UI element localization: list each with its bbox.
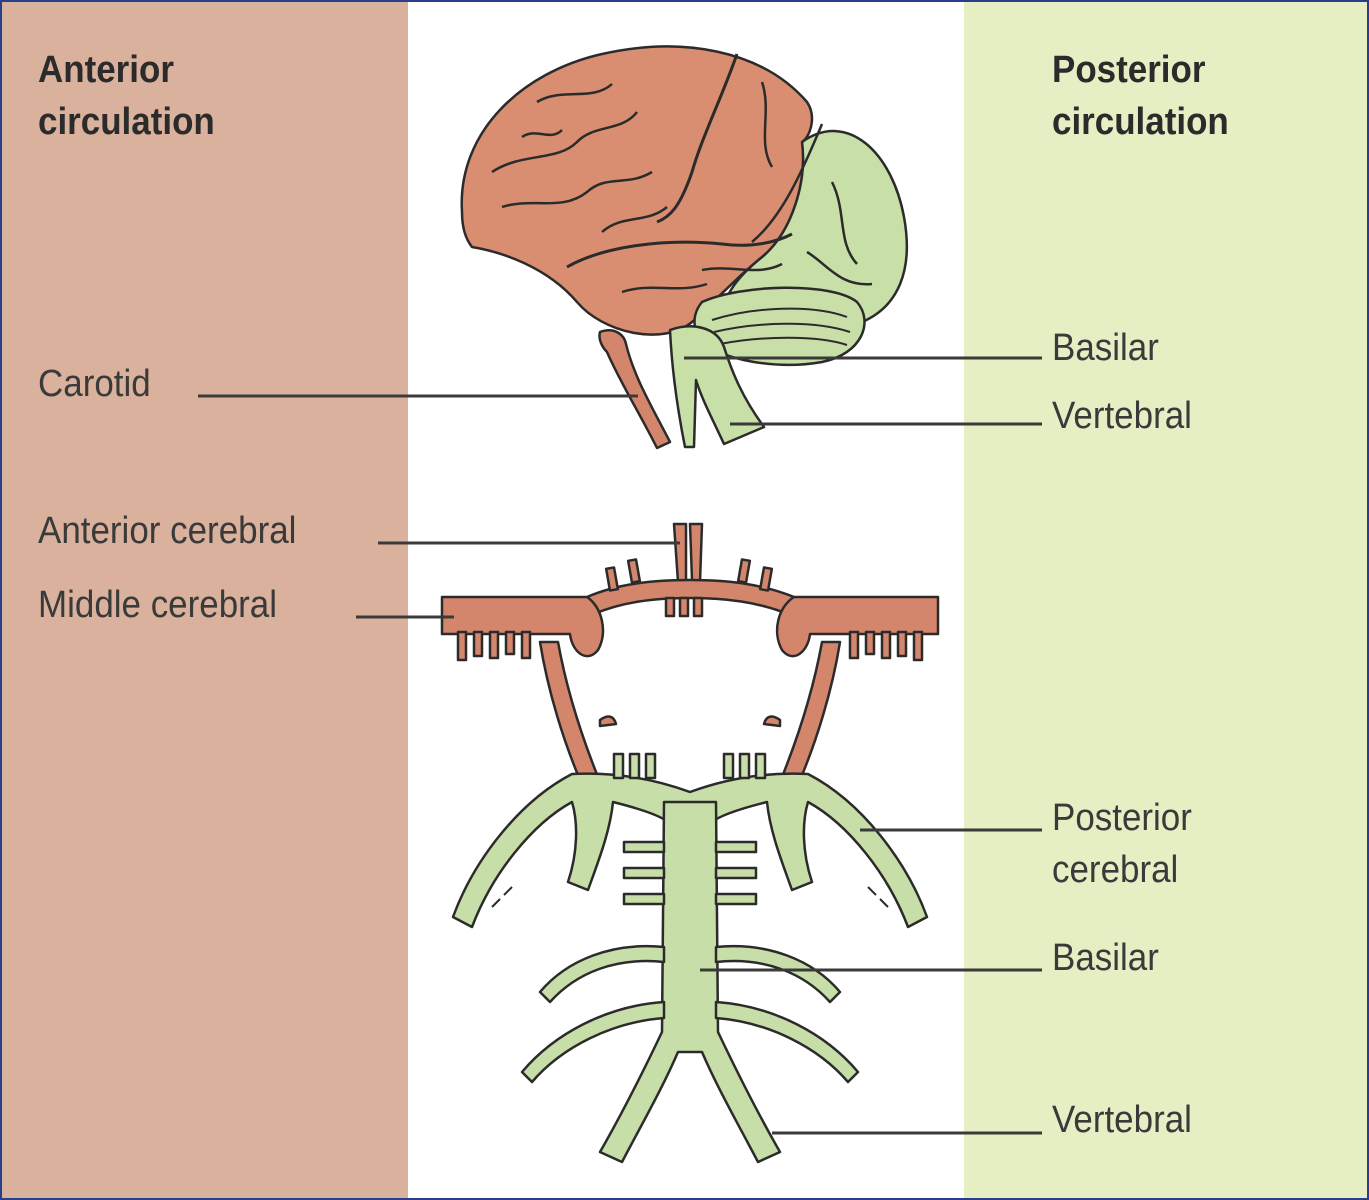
arch-perforators (604, 558, 774, 618)
brain-lateral-view (460, 45, 909, 450)
anterior-heading-line1: Anterior (38, 49, 174, 91)
anterior-cerebral-label: Anterior cerebral (38, 510, 297, 552)
carotid-label: Carotid (38, 363, 151, 405)
posterior-cerebral-label: Posterior cerebral (1052, 792, 1192, 896)
superior-cerebellar-right (714, 944, 842, 1004)
posterior-communicating-right (780, 640, 842, 782)
posterior-cerebral-line1: Posterior (1052, 797, 1192, 839)
basilar-artery (598, 800, 782, 1164)
circle-of-willis (440, 522, 940, 1164)
anterior-cerebral-artery (672, 522, 704, 584)
basilar-top-label: Basilar (1052, 327, 1159, 369)
brain-anterior-region (460, 45, 814, 336)
vertebral-bottom-label: Vertebral (1052, 1099, 1192, 1141)
posterior-cerebral-frills (491, 886, 889, 908)
middle-cerebral-left-branches (456, 630, 532, 662)
middle-cerebral-label: Middle cerebral (38, 584, 278, 626)
leader-lines (198, 356, 1042, 1135)
vertebral-top-label: Vertebral (1052, 395, 1192, 437)
posterior-circulation-panel (964, 2, 1367, 1198)
cerebellum-folia (711, 307, 851, 346)
posterior-heading-line2: circulation (1052, 101, 1229, 143)
anterior-circulation-heading: Anterior circulation (38, 44, 215, 148)
pontine-branches (622, 840, 758, 906)
superior-cerebellar-left (538, 944, 666, 1004)
basilar-bottom-label: Basilar (1052, 937, 1159, 979)
posterior-circulation-heading: Posterior circulation (1052, 44, 1229, 148)
brain-sulci (491, 53, 873, 294)
anterior-heading-line2: circulation (38, 101, 215, 143)
middle-cerebral-artery-left (440, 595, 605, 658)
middle-cerebral-right-branches (848, 630, 924, 662)
posterior-communicating-left (538, 640, 600, 782)
middle-cerebral-artery-right (775, 595, 940, 658)
basilar-perforators-top (612, 752, 767, 780)
posterior-heading-line1: Posterior (1052, 49, 1206, 91)
carotid-artery (598, 329, 672, 450)
inferior-cerebellar-left (520, 1000, 666, 1084)
posterior-cerebral-line2: cerebral (1052, 849, 1179, 891)
inferior-cerebellar-right (714, 1000, 860, 1084)
anterior-circulation-panel (2, 2, 408, 1198)
